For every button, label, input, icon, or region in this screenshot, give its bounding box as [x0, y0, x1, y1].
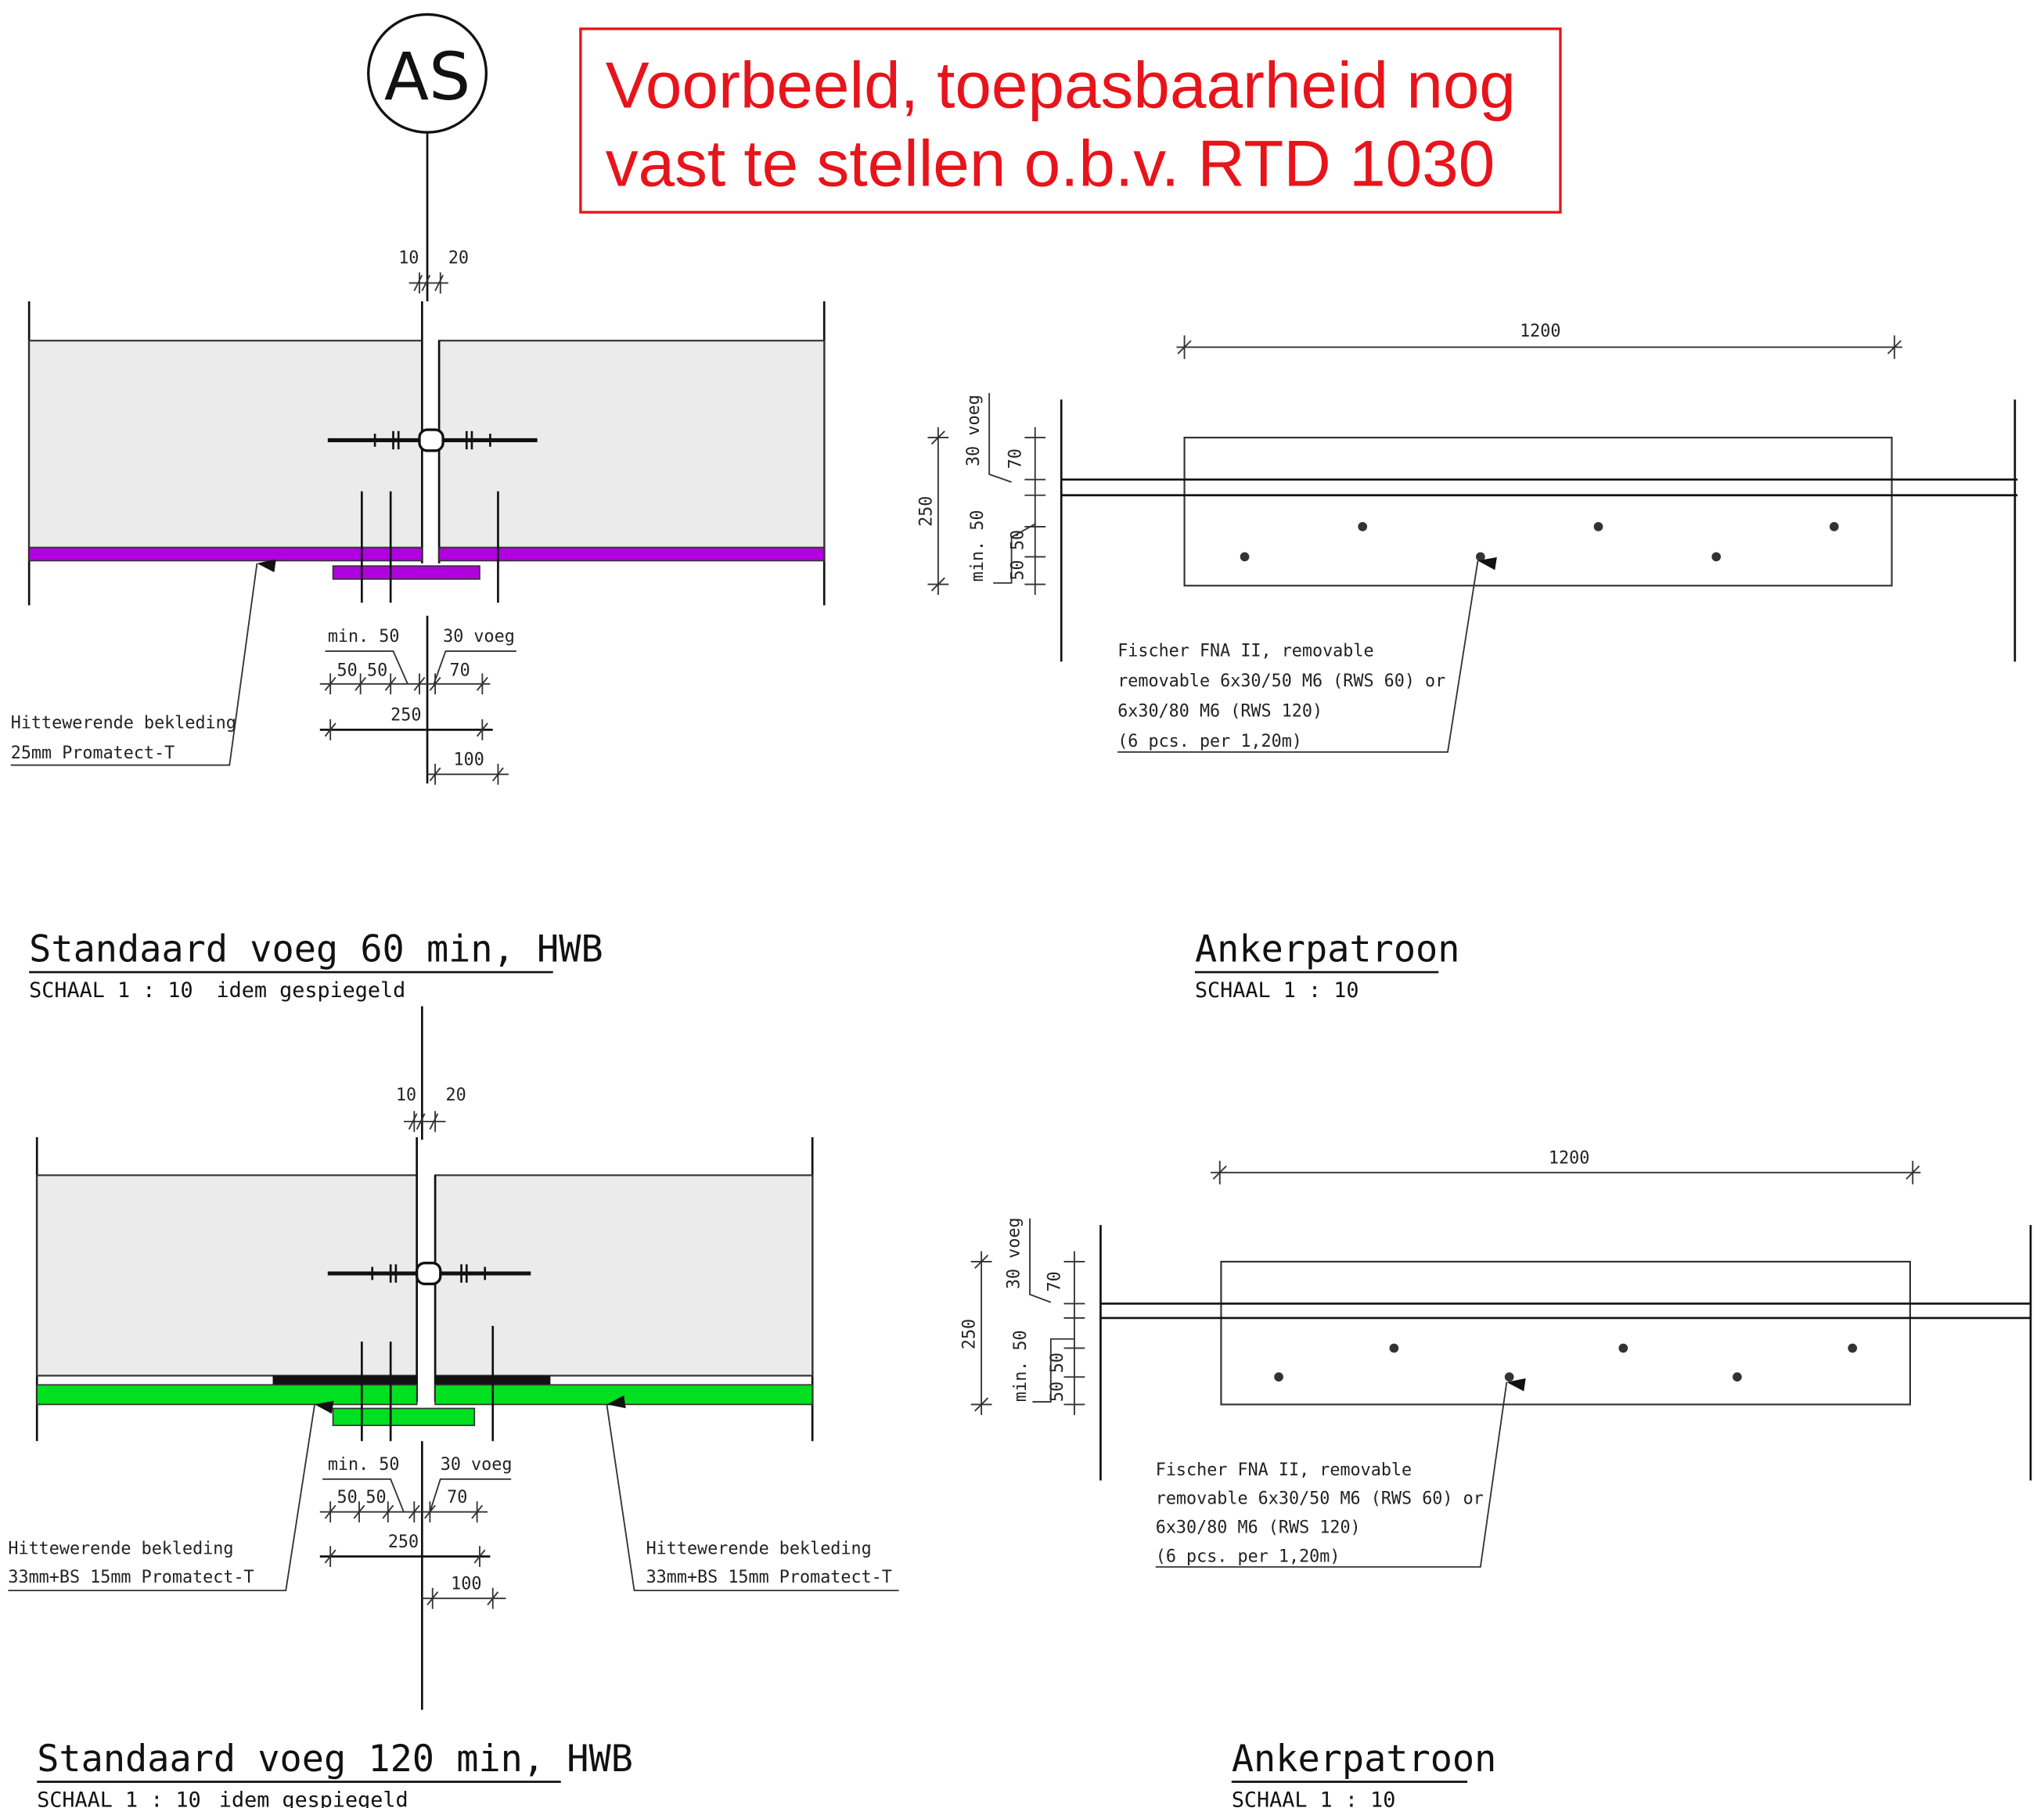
anchor-pattern-bottom: 1200 250 30 voeg 70 min. 50 50 50 Fische… — [960, 1148, 2032, 1808]
detail-note: idem gespiegeld — [217, 978, 406, 1003]
cladding-label-line-1: Hittewerende bekleding — [8, 1539, 233, 1558]
dim-10: 10 — [398, 248, 419, 268]
detail-scale: SCHAAL 1 : 10 — [1195, 978, 1359, 1003]
dim-voeg: 30 voeg — [964, 394, 984, 466]
axis-label: AS — [384, 38, 470, 115]
anchor-note-line: removable 6x30/50 M6 (RWS 60) or — [1117, 672, 1445, 691]
detail-60-min: AS 10 20 Hittewerende bekleding 25mm Pro… — [11, 13, 826, 1003]
anchor-note-line: (6 pcs. per 1,20m) — [1117, 732, 1302, 751]
anchor-note-line: Fischer FNA II, removable — [1156, 1460, 1412, 1480]
dim-50a: 50 — [1048, 1352, 1067, 1373]
cladding-label-line-2: 25mm Promatect-T — [11, 744, 175, 763]
dim-70: 70 — [1006, 448, 1025, 469]
detail-title: Standaard voeg 120 min, HWB — [37, 1738, 633, 1781]
detail-scale: SCHAAL 1 : 10 — [37, 1788, 201, 1808]
dim-50a: 50 — [1009, 530, 1028, 550]
dim-250: 250 — [390, 706, 421, 726]
anchor-points — [1274, 1343, 1858, 1382]
title-block-120: Standaard voeg 120 min, HWB SCHAAL 1 : 1… — [37, 1738, 633, 1808]
panel-right — [438, 340, 826, 549]
dim-1200: 1200 — [1549, 1148, 1589, 1168]
dim-70: 70 — [447, 1488, 467, 1507]
dim-70: 70 — [450, 661, 470, 681]
dim-10: 10 — [396, 1086, 416, 1105]
cladding-60 — [28, 546, 826, 580]
anchor-bolt — [327, 1261, 531, 1286]
notice-line-2: vast te stellen o.b.v. RTD 1030 — [606, 127, 1495, 200]
dim-1200: 1200 — [1520, 322, 1560, 341]
dim-250: 250 — [388, 1532, 419, 1552]
dim-min-50: min. 50 — [328, 1455, 400, 1475]
detail-title: Ankerpatroon — [1232, 1738, 1497, 1781]
anchor-note-line: 6x30/80 M6 (RWS 120) — [1117, 702, 1322, 722]
cladding-label-line-2: 33mm+BS 15mm Promatect-T — [646, 1568, 892, 1587]
cladding-label-line-1: Hittewerende bekleding — [646, 1539, 872, 1558]
detail-note: idem gespiegeld — [219, 1788, 408, 1808]
anchor-note-line: (6 pcs. per 1,20m) — [1156, 1547, 1340, 1566]
anchor-pattern-top: 1200 250 30 voeg 70 min. 50 50 50 Fische… — [917, 322, 2018, 1003]
dim-50b: 50 — [1009, 560, 1028, 580]
dim-20: 20 — [448, 248, 469, 268]
cladding-120 — [36, 1375, 814, 1427]
cladding-label-left: Hittewerende bekleding 33mm+BS 15mm Prom… — [8, 1400, 334, 1592]
dimensions-120: min. 50 30 voeg 50 50 70 250 100 — [319, 1441, 513, 1710]
anchor-strip — [1183, 436, 1893, 587]
dim-50b: 50 — [1048, 1381, 1067, 1402]
anchor-strip — [1220, 1260, 1912, 1406]
dim-voeg: 30 voeg — [1005, 1217, 1024, 1289]
cladding-label-right: Hittewerende bekleding 33mm+BS 15mm Prom… — [606, 1395, 899, 1592]
cladding-label: Hittewerende bekleding 25mm Promatect-T — [11, 559, 276, 766]
dim-70: 70 — [1045, 1271, 1065, 1291]
anchor-points — [1240, 522, 1839, 562]
axis-marker: AS — [367, 13, 488, 134]
detail-title: Ankerpatroon — [1195, 929, 1460, 971]
dim-250: 250 — [960, 1319, 980, 1349]
cladding-label-line-1: Hittewerende bekleding — [11, 714, 236, 733]
dim-50a: 50 — [337, 661, 358, 681]
dim-min-50: min. 50 — [328, 627, 400, 646]
anchor-note-line: removable 6x30/50 M6 (RWS 60) or — [1156, 1489, 1484, 1509]
dimensions-60: min. 50 30 voeg 50 50 70 250 100 — [319, 615, 516, 785]
dim-100: 100 — [451, 1574, 481, 1594]
dim-50b: 50 — [367, 661, 387, 681]
cladding-label-line-2: 33mm+BS 15mm Promatect-T — [8, 1568, 254, 1587]
dim-20: 20 — [445, 1086, 466, 1105]
detail-scale: SCHAAL 1 : 10 — [1232, 1788, 1396, 1808]
detail-title: Standaard voeg 60 min, HWB — [29, 929, 603, 971]
detail-scale: SCHAAL 1 : 10 — [29, 978, 193, 1003]
dim-voeg: 30 voeg — [443, 627, 515, 646]
anchor-bolt — [327, 428, 538, 452]
detail-120-min: 10 20 Hittewerende bekleding 33mm+BS 15m… — [8, 1006, 899, 1808]
dim-min-50: min. 50 — [968, 510, 988, 582]
dim-50a: 50 — [337, 1488, 358, 1507]
dim-voeg: 30 voeg — [441, 1455, 513, 1475]
anchor-note-line: 6x30/80 M6 (RWS 120) — [1156, 1518, 1361, 1537]
notice-line-1: Voorbeeld, toepasbaarheid nog — [606, 48, 1516, 121]
dim-100: 100 — [454, 751, 484, 770]
dim-250: 250 — [917, 496, 937, 527]
notice-box: Voorbeeld, toepasbaarheid nog vast te st… — [579, 27, 1562, 214]
anchor-note-line: Fischer FNA II, removable — [1117, 642, 1373, 661]
dim-min-50: min. 50 — [1011, 1330, 1031, 1402]
title-block-60: Standaard voeg 60 min, HWB SCHAAL 1 : 10… — [29, 929, 603, 1003]
dim-50b: 50 — [365, 1488, 386, 1507]
panel-left — [28, 340, 423, 549]
